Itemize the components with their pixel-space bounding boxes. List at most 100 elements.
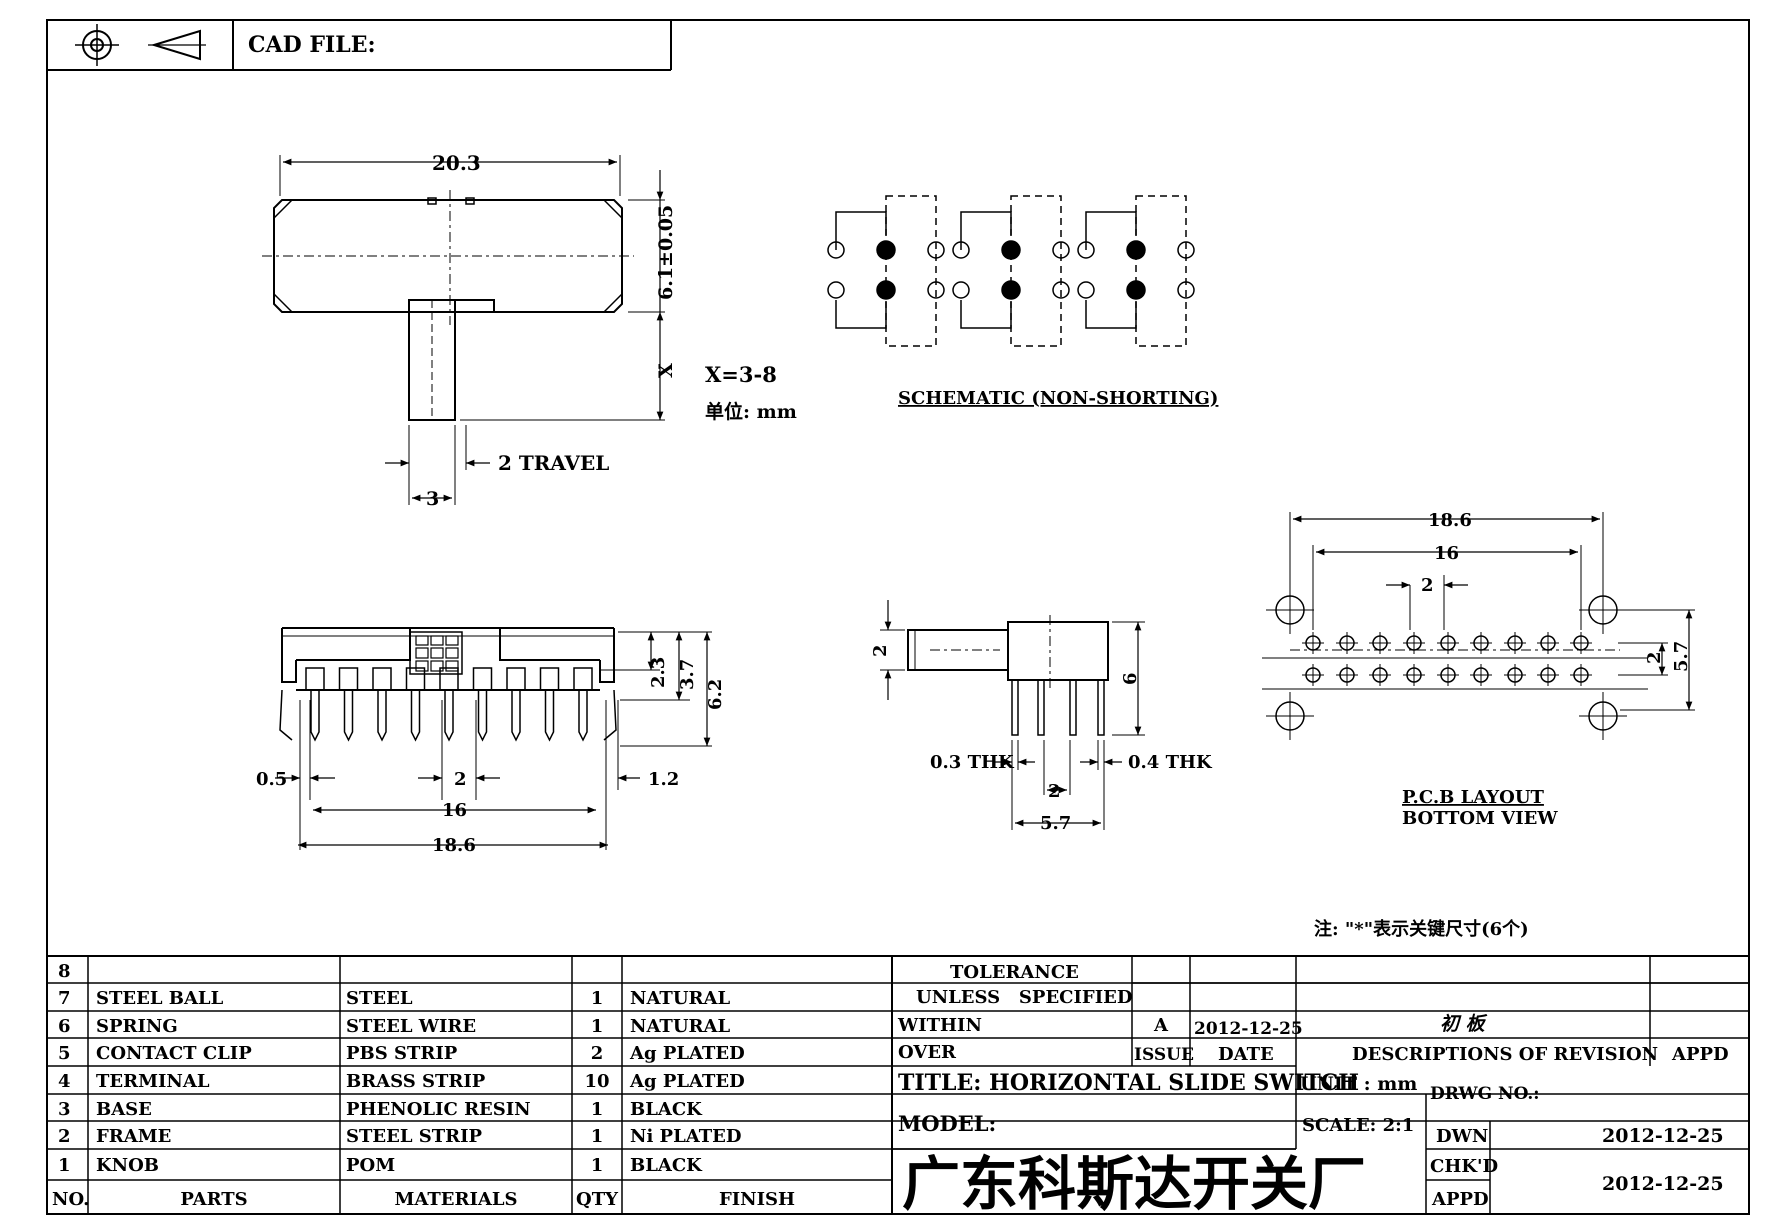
schematic-title: SCHEMATIC (NON-SHORTING) xyxy=(898,388,1218,409)
within-label: WITHIN xyxy=(897,1015,982,1036)
appd2-label: APPD xyxy=(1431,1189,1489,1210)
terminal-top xyxy=(506,667,526,690)
tolerance-line2: UNLESS SPECIFIED xyxy=(916,987,1132,1008)
x-range-label: X=3-8 xyxy=(705,362,777,387)
dwn-date: 2012-12-25 xyxy=(1602,1125,1724,1147)
appd-label: APPD xyxy=(1671,1044,1729,1065)
pcb-pad xyxy=(1369,632,1391,654)
terminal-pin xyxy=(310,690,320,742)
cad-file-label: CAD FILE: xyxy=(248,32,376,58)
bom-material-cell: BRASS STRIP xyxy=(346,1071,486,1092)
bom-part-cell: TERMINAL xyxy=(96,1071,210,1092)
side-dim-pitch-label: 2 xyxy=(1048,781,1061,802)
terminal-top xyxy=(338,667,359,690)
pcb-pad xyxy=(1336,632,1358,654)
bom-no-cell: 6 xyxy=(58,1016,71,1037)
terminal-pin xyxy=(477,690,488,742)
bom-finish-cell: NATURAL xyxy=(630,1016,730,1037)
bom-header-materials: MATERIALS xyxy=(394,1189,517,1210)
dim-3-7-label: 3.7 xyxy=(677,659,698,690)
bom-header-no: NO. xyxy=(52,1189,89,1210)
unit-label: 单位: mm xyxy=(705,400,797,423)
terminal-pin xyxy=(410,690,421,742)
bom-qty-cell: 1 xyxy=(591,988,604,1009)
side-dim-5-7-label: 5.7 xyxy=(1040,813,1071,834)
top-view xyxy=(262,155,665,505)
title-block xyxy=(892,956,1749,1214)
terminal-common-icon xyxy=(1126,280,1146,300)
pcb-pad xyxy=(1570,632,1592,654)
date-label: DATE xyxy=(1218,1044,1274,1065)
model-label: MODEL: xyxy=(898,1111,996,1136)
bom-header-qty: QTY xyxy=(576,1189,619,1210)
pcb-pad xyxy=(1537,664,1559,686)
pcb-pad xyxy=(1504,632,1526,654)
pcb-mounting-hole xyxy=(1266,586,1314,634)
dim-pitch-label: 2 xyxy=(454,769,467,790)
pcb-dim-pitch-label: 2 xyxy=(1421,575,1434,596)
pcb-pad xyxy=(1570,664,1592,686)
pcb-pad xyxy=(1369,664,1391,686)
schematic xyxy=(827,195,1195,347)
bom-header-parts: PARTS xyxy=(180,1189,247,1210)
pcb-pad xyxy=(1470,632,1492,654)
bom-material-cell: STEEL STRIP xyxy=(346,1126,483,1147)
terminal-pin xyxy=(544,690,555,742)
bom-qty-cell: 1 xyxy=(591,1099,604,1120)
pcb-mounting-hole xyxy=(1579,692,1627,740)
pcb-dim-18-6-label: 18.6 xyxy=(1428,510,1472,531)
terminal-top xyxy=(372,667,392,690)
over-label: OVER xyxy=(898,1042,957,1063)
schematic-section xyxy=(952,195,1070,347)
pcb-pad xyxy=(1537,632,1559,654)
bom-finish-cell: NATURAL xyxy=(630,988,730,1009)
pcb-pad xyxy=(1403,632,1425,654)
terminal-common-icon xyxy=(1001,280,1021,300)
pcb-pad xyxy=(1302,632,1324,654)
terminal-top xyxy=(305,667,325,690)
terminal-open-icon xyxy=(1052,241,1070,259)
drwg-no-label: DRWG NO.: xyxy=(1430,1084,1540,1104)
pcb-pad xyxy=(1504,664,1526,686)
bom-part-cell: STEEL BALL xyxy=(96,988,224,1009)
terminal-open-icon xyxy=(952,281,970,299)
dim-6-2-label: 6.2 xyxy=(705,679,726,710)
bom-no-cell: 5 xyxy=(58,1043,71,1064)
terminal-open-icon xyxy=(1177,281,1195,299)
bom-finish-cell: Ag PLATED xyxy=(629,1043,745,1064)
terminal-common-icon xyxy=(1126,240,1146,260)
pcb-mounting-hole xyxy=(1579,586,1627,634)
pcb-dim-16-label: 16 xyxy=(1434,543,1459,564)
terminal-pin xyxy=(444,690,454,742)
dim-height-label: 6.1±0.05 xyxy=(655,205,677,300)
side-dim-6-label: 6 xyxy=(1120,672,1141,685)
dim-16-label: 16 xyxy=(442,800,467,821)
thk-left-label: 0.3 THK xyxy=(930,752,1015,773)
pcb-pad xyxy=(1470,664,1492,686)
pcb-pad xyxy=(1437,664,1459,686)
bom-no-cell: 7 xyxy=(58,988,71,1009)
terminal-open-icon xyxy=(1177,241,1195,259)
bom-no-cell: 8 xyxy=(58,961,71,982)
unit-field: UNIT : mm xyxy=(1300,1073,1417,1095)
terminal-common-icon xyxy=(876,280,896,300)
bom-row: 8 xyxy=(58,961,71,982)
terminal-open-icon xyxy=(1077,241,1095,259)
pcb-mounting-hole xyxy=(1266,692,1314,740)
dim-1-2-label: 1.2 xyxy=(648,769,679,790)
bom-qty-cell: 1 xyxy=(591,1126,604,1147)
bom-qty-cell: 1 xyxy=(591,1016,604,1037)
terminal-pin xyxy=(578,690,588,742)
bom-part-cell: FRAME xyxy=(96,1126,171,1147)
issue-date: 2012-12-25 xyxy=(1194,1019,1303,1039)
front-view xyxy=(275,627,712,850)
side-view xyxy=(880,600,1145,830)
pcb-layout xyxy=(1262,512,1695,740)
terminal-common-icon xyxy=(1001,240,1021,260)
